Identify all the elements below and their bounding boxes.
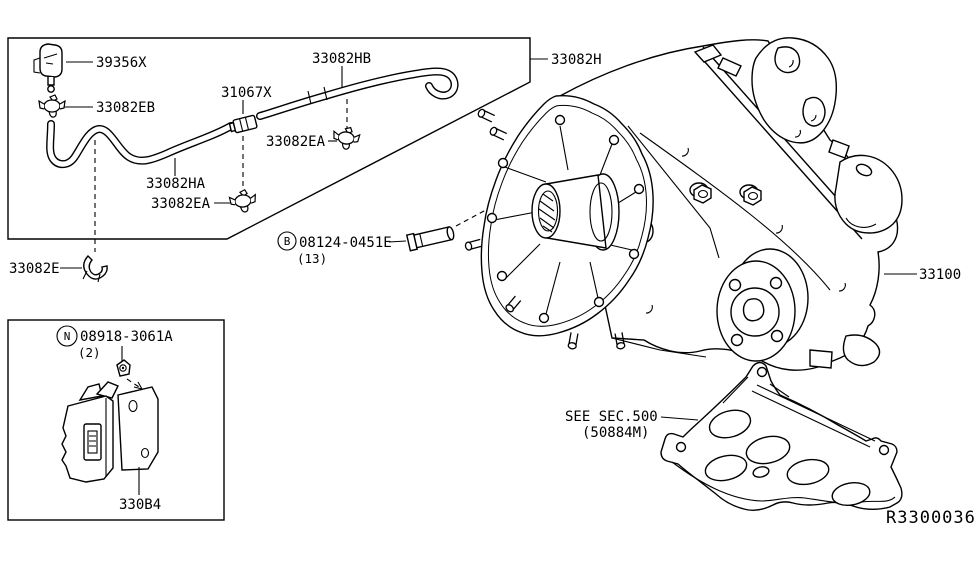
- companion-flange: [716, 248, 809, 362]
- part-label-31067x: 31067X: [221, 85, 272, 101]
- nut-quantity: (2): [78, 345, 101, 360]
- part-label-08124-0451e: 08124-0451E: [299, 235, 392, 251]
- flange-bolt-holes: [486, 114, 645, 324]
- arrowhead: [133, 381, 143, 390]
- part-label-08918-3061a: 08918-3061A: [80, 329, 173, 345]
- bolt-badge-letter: B: [284, 235, 291, 248]
- sensor-39356x-icon: [33, 43, 63, 93]
- clip-33082e-icon: [82, 254, 108, 283]
- part-label-39356x: 39356X: [96, 55, 147, 71]
- bolt-callout: B 08124-0451E (13): [277, 231, 392, 266]
- part-label-33082h: 33082H: [551, 52, 602, 68]
- dash-line-nut: [126, 378, 140, 388]
- part-label-33100: 33100: [919, 267, 961, 283]
- connector-31067x-icon: [228, 114, 258, 134]
- part-label-330b4: 330B4: [119, 497, 161, 513]
- clip-33082ea-lower-icon: [228, 188, 258, 215]
- hex-plug-icon: [689, 182, 712, 204]
- part-label-33082eb: 33082EB: [96, 100, 155, 116]
- part-label-33082e: 33082E: [9, 261, 60, 277]
- control-module-330b4-drawing: [61, 381, 159, 483]
- part-label-33082hb: 33082HB: [312, 51, 371, 67]
- hose-assembly-box: [7, 37, 531, 240]
- bolt-icon: [405, 226, 455, 252]
- see-sec-label-line1: SEE SEC.500: [565, 409, 658, 425]
- output-shaft: [531, 173, 620, 251]
- leader-lines: [60, 58, 917, 495]
- hex-plug-icon: [739, 184, 762, 206]
- see-sec-label-line2: (50884M): [582, 425, 649, 441]
- flange-ribs: [493, 125, 637, 315]
- hose-33082ha: [46, 120, 235, 169]
- drawing-ref-code: R3300036: [886, 508, 975, 528]
- skid-plate-drawing: [660, 361, 903, 512]
- part-label-33082ha: 33082HA: [146, 176, 206, 192]
- part-label-33082ea-upper: 33082EA: [266, 134, 326, 150]
- nut-callout: N 08918-3061A (2): [56, 325, 173, 360]
- transfer-case-drawing: [463, 37, 903, 371]
- nut-badge-letter: N: [64, 330, 71, 343]
- hose-33082hb: [256, 67, 459, 120]
- bolt-quantity: (13): [297, 251, 327, 266]
- control-module-box: [7, 319, 225, 521]
- clip-33082eb-icon: [38, 94, 66, 118]
- clip-33082ea-upper-icon: [331, 124, 362, 152]
- part-label-33082ea-lower: 33082EA: [151, 196, 211, 212]
- nut-icon: [116, 359, 131, 377]
